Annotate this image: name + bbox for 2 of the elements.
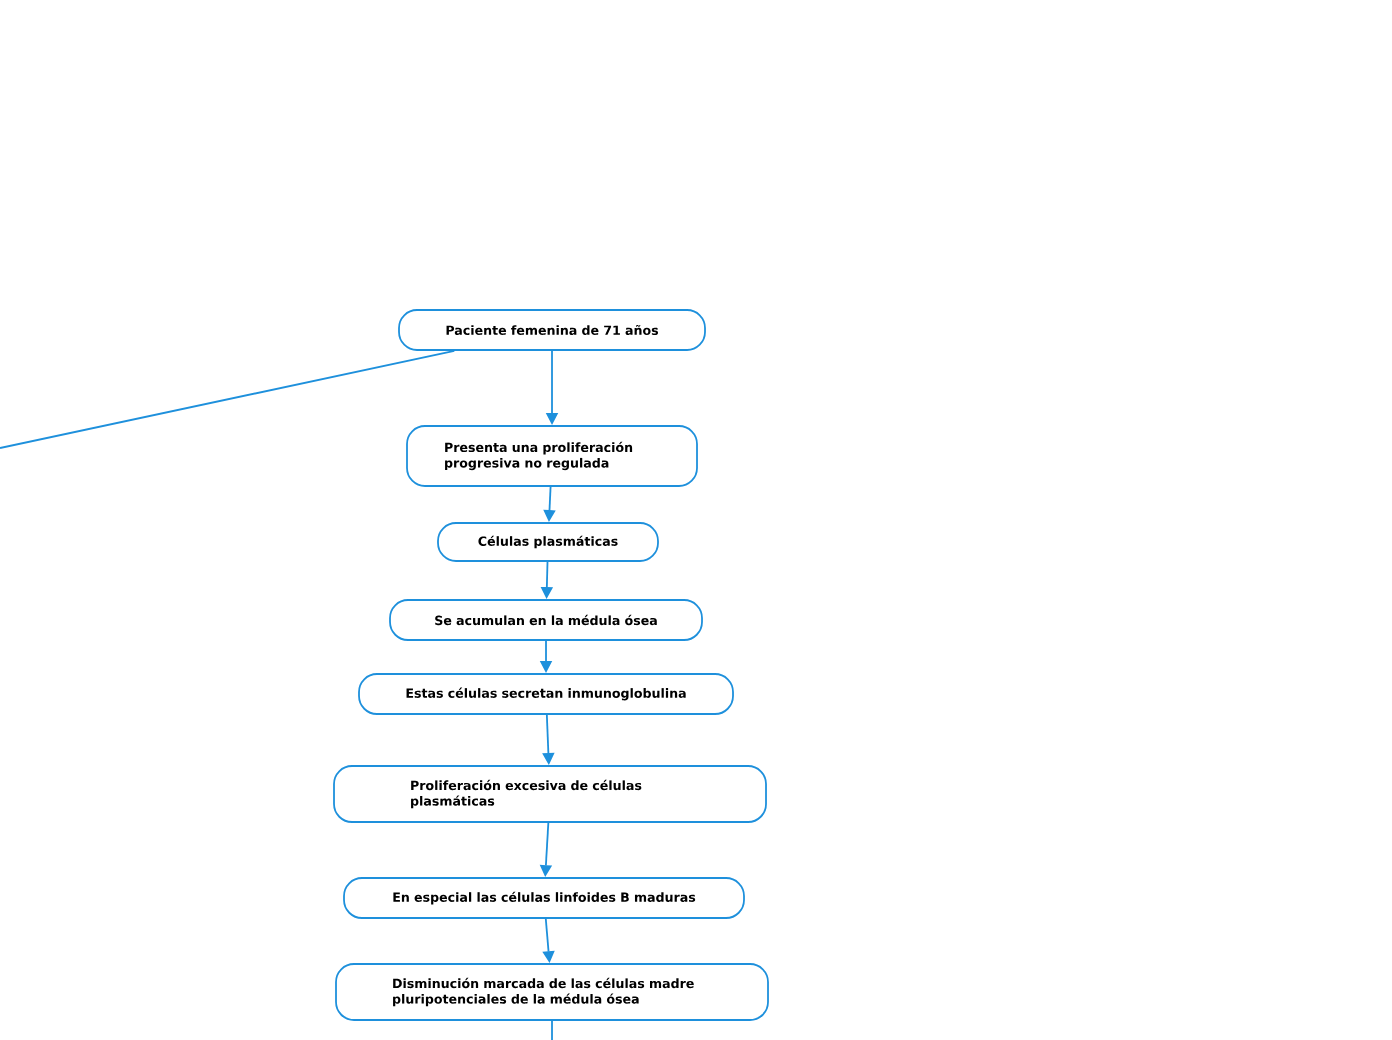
- connector-line: [551, 1020, 553, 1040]
- connector-line: [0, 350, 456, 449]
